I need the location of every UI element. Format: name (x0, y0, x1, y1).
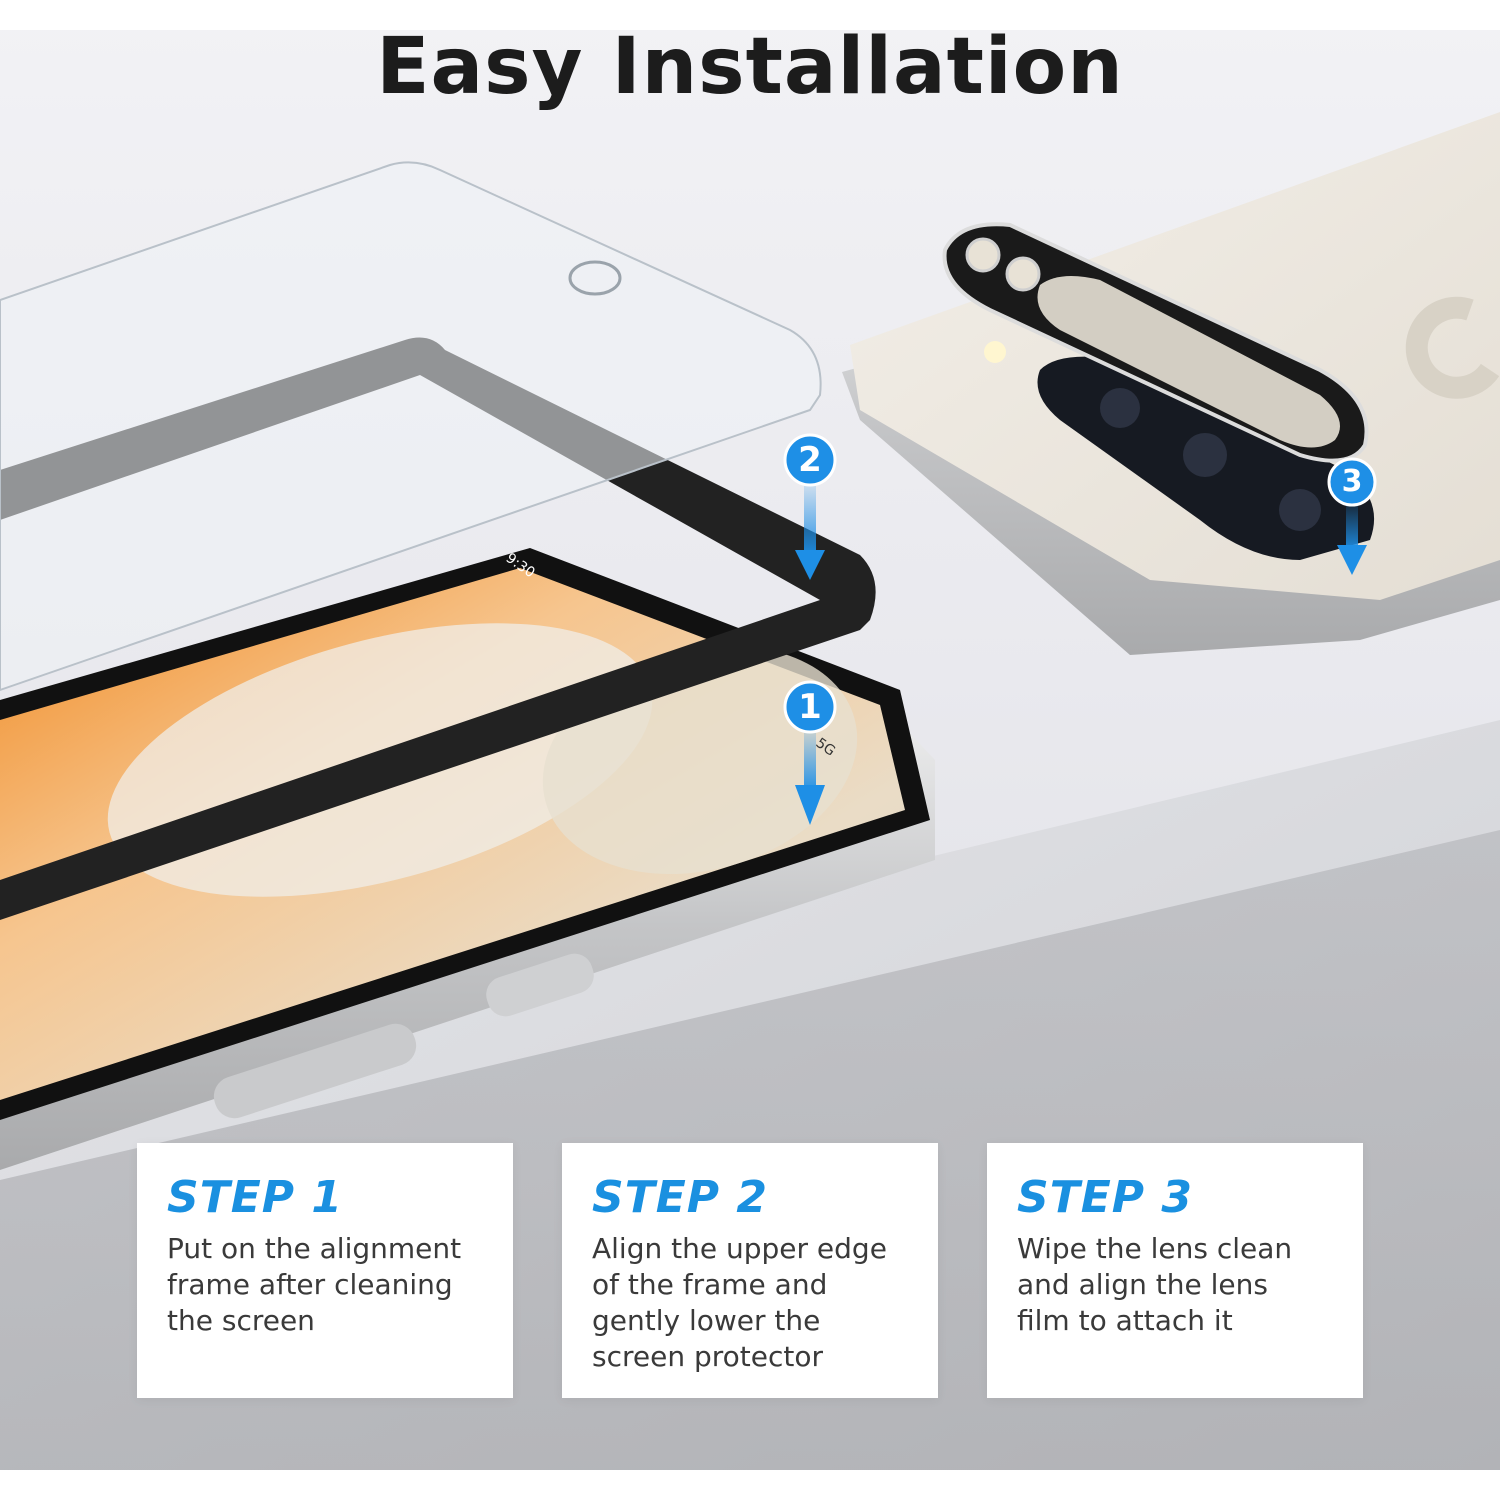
step-2-marker (783, 433, 837, 487)
step-1-heading: STEP 1 (167, 1172, 343, 1223)
step-2-line: screen protector (592, 1340, 823, 1373)
screen-protector (0, 161, 822, 692)
step-2-description: Align the upper edge of the frame and ge… (592, 1231, 910, 1375)
lens-cutout (965, 237, 1001, 273)
step-card-3: STEP 3 Wipe the lens clean and align the… (987, 1143, 1363, 1398)
bottom-band (0, 1470, 1500, 1500)
step-3-heading: STEP 3 (1017, 1172, 1193, 1223)
step-card-2: STEP 2 Align the upper edge of the frame… (562, 1143, 938, 1398)
lens-cutout (1005, 256, 1041, 292)
volume-button (486, 953, 594, 1017)
step-2-line: of the frame and (592, 1268, 828, 1301)
power-button (213, 1023, 417, 1119)
step-2-heading: STEP 2 (592, 1172, 768, 1223)
step-card-1: STEP 1 Put on the alignment frame after … (137, 1143, 513, 1398)
camera-lens-icon (1183, 433, 1227, 477)
top-band (0, 0, 1500, 30)
step-1-line: frame after cleaning (167, 1268, 453, 1301)
camera-lens-icon (1279, 489, 1321, 531)
step-1-line: the screen (167, 1304, 315, 1337)
lens-protector-window (1037, 276, 1340, 448)
step-1-marker-label: 1 (798, 687, 822, 727)
flash-icon (984, 341, 1006, 363)
step-2-line: gently lower the (592, 1304, 821, 1337)
alignment-frame (0, 337, 876, 920)
arrow-1-head (795, 785, 825, 825)
alignment-frame-outline (0, 337, 876, 920)
step-2-line: Align the upper edge (592, 1232, 887, 1265)
brand-logo-icon (1405, 296, 1500, 399)
step-3-line: film to attach it (1017, 1304, 1233, 1337)
arrow-3-head (1337, 545, 1367, 575)
step-3-line: Wipe the lens clean (1017, 1232, 1293, 1265)
step-3-line: and align the lens (1017, 1268, 1268, 1301)
step-3-marker-label: 3 (1341, 464, 1363, 499)
step-2-marker-label: 2 (798, 440, 822, 480)
page-title: Easy Installation (376, 22, 1124, 112)
camera-lens-icon (1100, 388, 1140, 428)
arrow-2-head (795, 550, 825, 580)
sensor-cutout (568, 260, 622, 296)
step-1-marker (783, 680, 837, 734)
step-3-marker (1327, 457, 1377, 507)
step-1-description: Put on the alignment frame after cleanin… (167, 1231, 485, 1339)
phone-back (842, 112, 1500, 655)
arrow-2-shaft (804, 485, 816, 555)
arrow-3-shaft (1346, 505, 1358, 550)
arrow-1-shaft (804, 730, 816, 790)
step-3-description: Wipe the lens clean and align the lens f… (1017, 1231, 1335, 1339)
step-1-line: Put on the alignment (167, 1232, 462, 1265)
